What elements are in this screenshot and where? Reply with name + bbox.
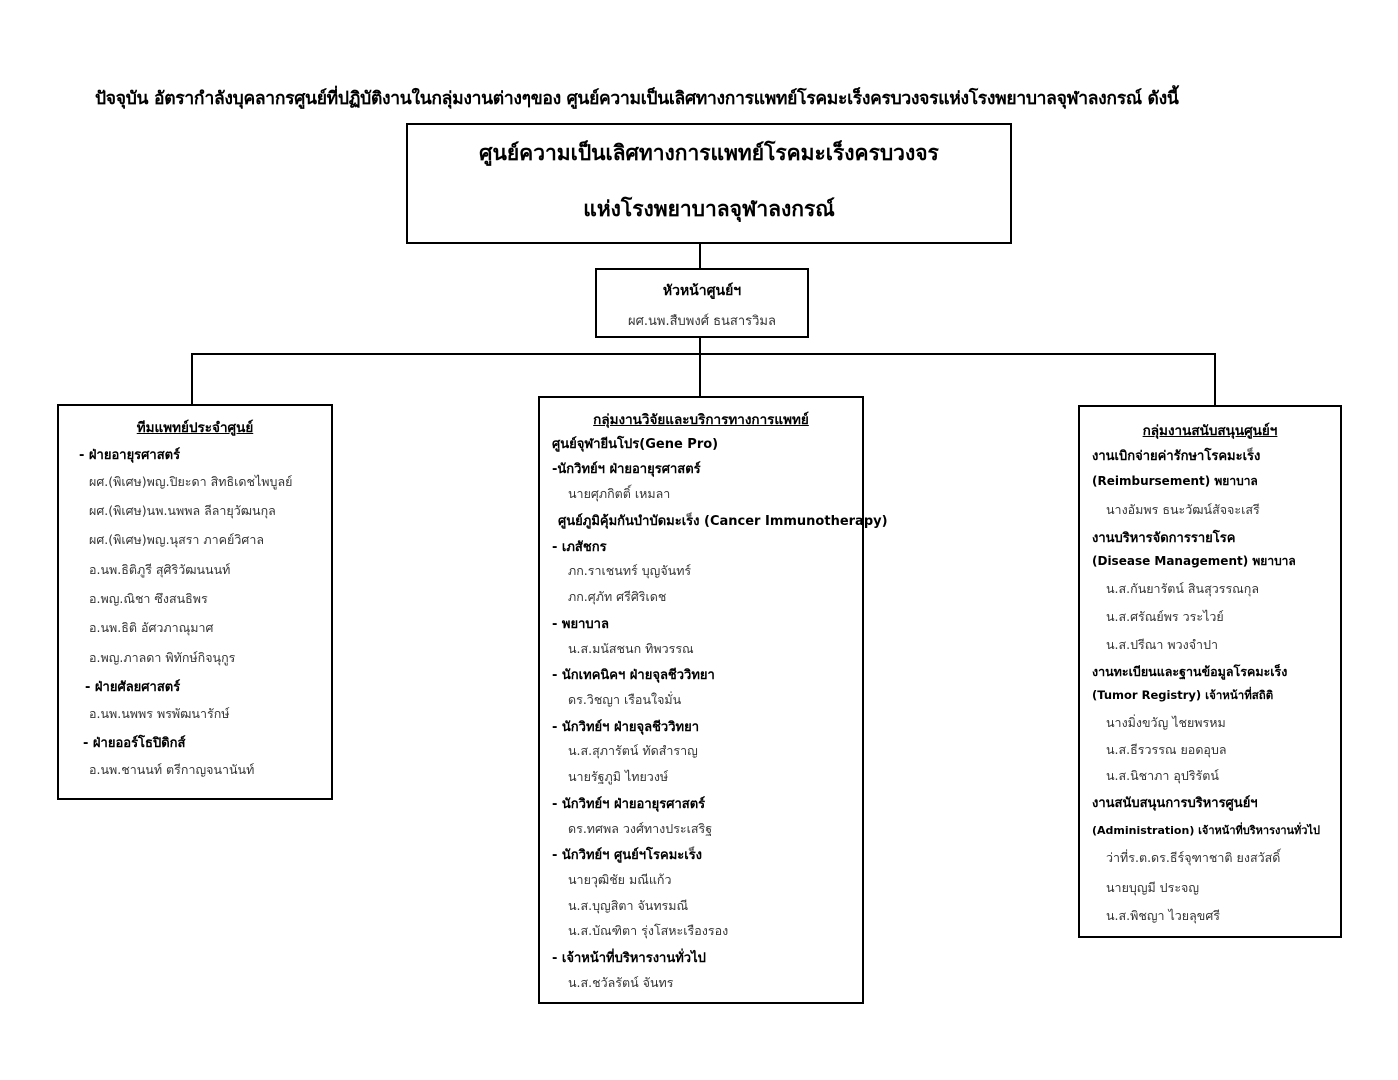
connector-left-drop bbox=[191, 353, 193, 404]
support-group-box: กลุ่มงานสนับสนุนศูนย์ฯ งานเบิกจ่ายค่ารัก… bbox=[1078, 405, 1342, 938]
staff-name: ภก.ศุภัท ศรีศิริเดช bbox=[568, 589, 667, 604]
staff-name: ว่าที่ร.ต.ดร.ธีร์จุฑาชาติ ยงสวัสดิ์ bbox=[1106, 850, 1281, 865]
staff-name: น.ส.ปรีณา พวงจำปา bbox=[1106, 637, 1219, 652]
role-heading: - เภสัชกร bbox=[552, 540, 607, 555]
dept-heading: - ฝ่ายอายุรศาสตร์ bbox=[79, 448, 181, 463]
staff-name: อ.นพ.ชานนท์ ตรีกาญจนานันท์ bbox=[89, 762, 255, 777]
staff-name: ผศ.(พิเศษ)พญ.ปิยะดา สิทธิเดชไพบูลย์ bbox=[89, 474, 293, 489]
unit-heading: ศูนย์ภูมิคุ้มกันบำบัดมะเร็ง (Cancer Immu… bbox=[558, 514, 888, 529]
staff-name: น.ส.ศรัณย์พร วระไวย์ bbox=[1106, 609, 1224, 624]
staff-name: อ.นพ.ธิติ อัศวภาณุมาศ bbox=[89, 620, 214, 635]
role-heading: - นักวิทย์ฯ ศูนย์ฯโรคมะเร็ง bbox=[552, 848, 703, 863]
role-heading: - พยาบาล bbox=[552, 617, 609, 632]
intro-text: ปัจจุบัน อัตรากำลังบุคลากรศูนย์ที่ปฏิบัต… bbox=[95, 89, 1179, 109]
staff-name: น.ส.สุภารัตน์ ทัดสำราญ bbox=[568, 743, 698, 758]
staff-name: อ.นพ.ธิติภูรี สุศิริวัฒนนนท์ bbox=[89, 562, 231, 577]
staff-name: น.ส.พิชญา ไวยลุขศรี bbox=[1106, 908, 1220, 923]
staff-name: น.ส.บุญสิตา จันทรมณี bbox=[568, 898, 689, 913]
staff-name: น.ส.ชวัลรัตน์ จันทร bbox=[568, 975, 674, 990]
section-heading: (Administration) เจ้าหน้าที่บริหารงานทั่… bbox=[1092, 824, 1320, 837]
staff-name: น.ส.บัณฑิตา รุ่งโสหะเรืองรอง bbox=[568, 923, 729, 938]
staff-name: นางอัมพร ธนะวัฒน์สัจจะเสรี bbox=[1106, 502, 1260, 517]
section-heading: งานบริหารจัดการรายโรค bbox=[1092, 531, 1236, 546]
research-group-box: กลุ่มงานวิจัยและบริการทางการแพทย์ ศูนย์จ… bbox=[538, 396, 888, 1004]
dept-heading: - ฝ่ายศัลยศาสตร์ bbox=[85, 680, 181, 695]
section-heading: (Tumor Registry) เจ้าหน้าที่สถิติ bbox=[1092, 688, 1274, 702]
staff-name: น.ส.กันยารัตน์ สินสุวรรณกุล bbox=[1106, 581, 1260, 596]
connector-head-bus bbox=[699, 338, 701, 354]
staff-name: น.ส.มนัสชนก ทิพวรรณ bbox=[568, 641, 694, 656]
section-heading: (Reimbursement) พยาบาล bbox=[1092, 474, 1258, 488]
connector-bus bbox=[191, 353, 1216, 355]
role-heading: - นักเทคนิคฯ ฝ่ายจุลชีววิทยา bbox=[552, 668, 715, 683]
connector-right-drop bbox=[1214, 353, 1216, 405]
staff-name: ภก.ราเชนทร์ บุญจันทร์ bbox=[568, 563, 692, 578]
staff-name: ดร.ทศพล วงศ์ทางประเสริฐ bbox=[568, 821, 713, 836]
staff-name: น.ส.ธีรวรรณ ยอดอุบล bbox=[1106, 742, 1227, 757]
staff-name: อ.พญ.ภาลดา พิทักษ์กิจนุกูร bbox=[89, 650, 236, 665]
medical-team-title: ทีมแพทย์ประจำศูนย์ bbox=[136, 420, 254, 436]
staff-name: อ.พญ.ณิชา ซึงสนธิพร bbox=[89, 591, 208, 606]
staff-name: นายบุญมี ประจญ bbox=[1106, 880, 1200, 895]
center-title-box: ศูนย์ความเป็นเลิศทางการแพทย์โรคมะเร็งครบ… bbox=[406, 123, 1012, 244]
unit-heading: ศูนย์จุฬายีนโปร(Gene Pro) bbox=[552, 437, 719, 452]
staff-name: นางมิ่งขวัญ ไชยพรหม bbox=[1106, 715, 1226, 730]
role-heading: -นักวิทย์ฯ ฝ่ายอายุรศาสตร์ bbox=[552, 462, 701, 477]
head-title: หัวหน้าศูนย์ฯ bbox=[662, 283, 742, 299]
role-heading: - เจ้าหน้าที่บริหารงานทั่วไป bbox=[552, 951, 706, 966]
head-name: ผศ.นพ.สืบพงศ์ ธนสารวิมล bbox=[628, 314, 776, 329]
staff-name: นายรัฐภูมิ ไทยวงษ์ bbox=[568, 769, 669, 784]
staff-name: ดร.วิชญา เรือนใจมั่น bbox=[568, 692, 682, 707]
staff-name: ผศ.(พิเศษ)พญ.นุสรา ภาคย์วิศาล bbox=[89, 532, 264, 547]
staff-name: อ.นพ.นพพร พรพัฒนารักษ์ bbox=[89, 706, 230, 721]
section-heading: งานเบิกจ่ายค่ารักษาโรคมะเร็ง bbox=[1092, 449, 1261, 464]
staff-name: น.ส.นิชาภา อุปริรัตน์ bbox=[1106, 768, 1219, 783]
center-title-line2: แห่งโรงพยาบาลจุฬาลงกรณ์ bbox=[583, 197, 835, 221]
section-heading: งานทะเบียนและฐานข้อมูลโรคมะเร็ง bbox=[1092, 664, 1288, 679]
role-heading: - นักวิทย์ฯ ฝ่ายจุลชีววิทยา bbox=[552, 720, 700, 735]
medical-team-box: ทีมแพทย์ประจำศูนย์ - ฝ่ายอายุรศาสตร์ ผศ.… bbox=[57, 404, 333, 800]
connector-mid-drop bbox=[699, 353, 701, 396]
staff-name: ผศ.(พิเศษ)นพ.นพพล ลีลายุวัฒนกุล bbox=[89, 503, 276, 518]
connector-top-head bbox=[699, 244, 701, 268]
research-group-title: กลุ่มงานวิจัยและบริการทางการแพทย์ bbox=[593, 412, 809, 428]
staff-name: นายวุฒิชัย มณีแก้ว bbox=[568, 872, 672, 887]
head-box: หัวหน้าศูนย์ฯ ผศ.นพ.สืบพงศ์ ธนสารวิมล bbox=[595, 268, 809, 338]
center-title-line1: ศูนย์ความเป็นเลิศทางการแพทย์โรคมะเร็งครบ… bbox=[479, 141, 939, 165]
role-heading: - นักวิทย์ฯ ฝ่ายอายุรศาสตร์ bbox=[552, 797, 706, 812]
dept-heading: - ฝ่ายออร์โธปิดิกส์ bbox=[83, 736, 186, 751]
section-heading: (Disease Management) พยาบาล bbox=[1092, 554, 1296, 568]
support-group-title: กลุ่มงานสนับสนุนศูนย์ฯ bbox=[1142, 423, 1278, 439]
section-heading: งานสนับสนุนการบริหารศูนย์ฯ bbox=[1092, 796, 1258, 811]
staff-name: นายศุภกิตติ์ เหมลา bbox=[568, 486, 671, 501]
